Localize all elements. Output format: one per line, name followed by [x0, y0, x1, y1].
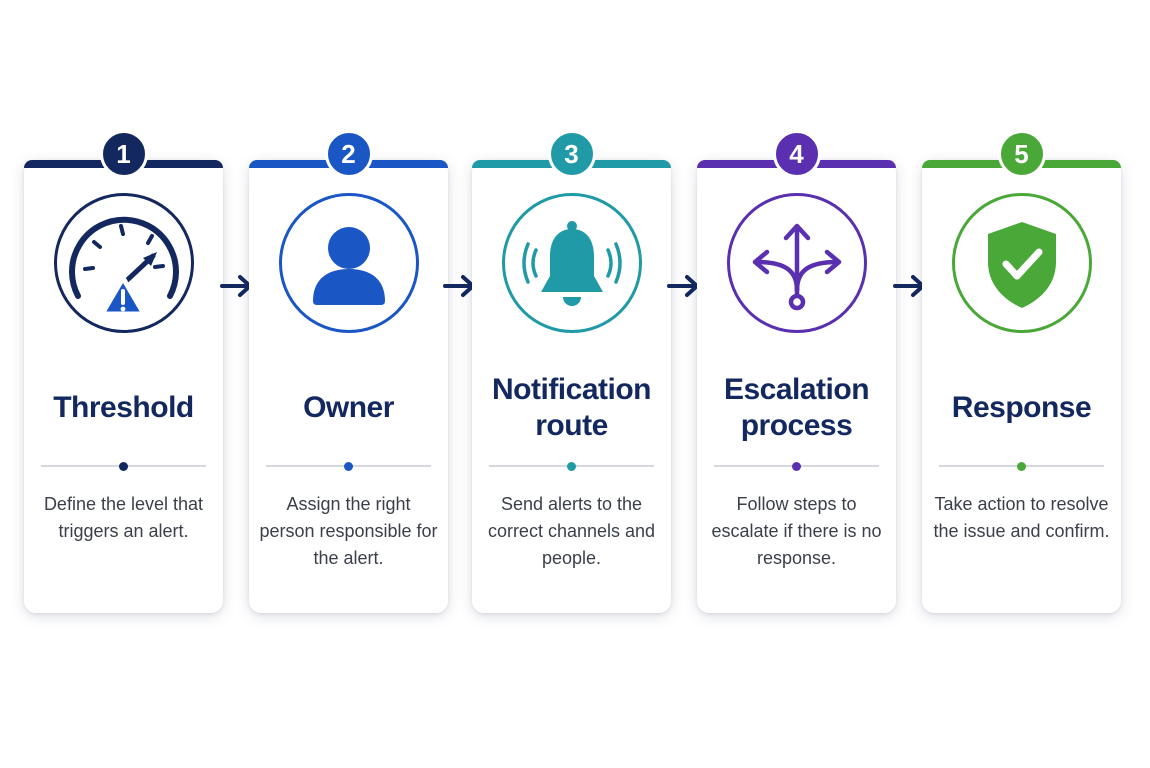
step-number-badge: 2	[324, 130, 373, 178]
step-title: Owner	[303, 391, 394, 424]
divider-dot	[1017, 461, 1026, 471]
gauge-warning-icon	[68, 216, 179, 317]
step-description: Take action to resolve the issue and con…	[933, 494, 1110, 541]
step-card-threshold: 1 Threshold Define the level that trigge…	[24, 130, 223, 613]
step-number-badge: 3	[547, 130, 596, 178]
escalation-branch-icon	[752, 223, 841, 311]
icon-ring	[278, 193, 419, 333]
step-divider	[489, 461, 654, 471]
step-card-response: 5 Response Take action to resolve the is…	[922, 130, 1121, 613]
step-divider	[41, 461, 206, 471]
divider-dot	[792, 461, 801, 471]
icon-ring	[501, 193, 642, 333]
step-description: Define the level that triggers an alert.	[43, 494, 204, 541]
icon-ring	[951, 193, 1092, 333]
step-card-owner: 2 Owner Assign the right person responsi…	[249, 130, 448, 613]
icon-ring	[726, 193, 867, 333]
step-title: Response	[951, 391, 1092, 424]
step-number-badge: 1	[99, 130, 148, 178]
divider-dot	[344, 461, 353, 471]
step-title: Notification route	[492, 373, 652, 442]
step-divider	[266, 461, 431, 471]
bell-icon	[521, 221, 622, 306]
step-number-badge: 5	[997, 130, 1046, 178]
step-description: Follow steps to escalate if there is no …	[711, 494, 882, 568]
step-title: Threshold	[53, 391, 194, 424]
shield-check-icon	[987, 222, 1056, 308]
step-description: Assign the right person responsible for …	[259, 494, 438, 568]
step-card-escalation-process: 4 Escalation process Follow steps to esc…	[697, 130, 896, 613]
step-divider	[939, 461, 1104, 471]
step-card-notification-route: 3 Notification route Send alerts to the …	[472, 130, 671, 613]
step-description: Send alerts to the correct channels and …	[487, 494, 656, 568]
step-number-badge: 4	[772, 130, 821, 178]
icon-ring	[53, 193, 194, 333]
divider-dot	[119, 461, 128, 471]
person-icon	[312, 227, 385, 305]
step-divider	[714, 461, 879, 471]
divider-dot	[567, 461, 576, 471]
step-title: Escalation process	[723, 373, 870, 442]
